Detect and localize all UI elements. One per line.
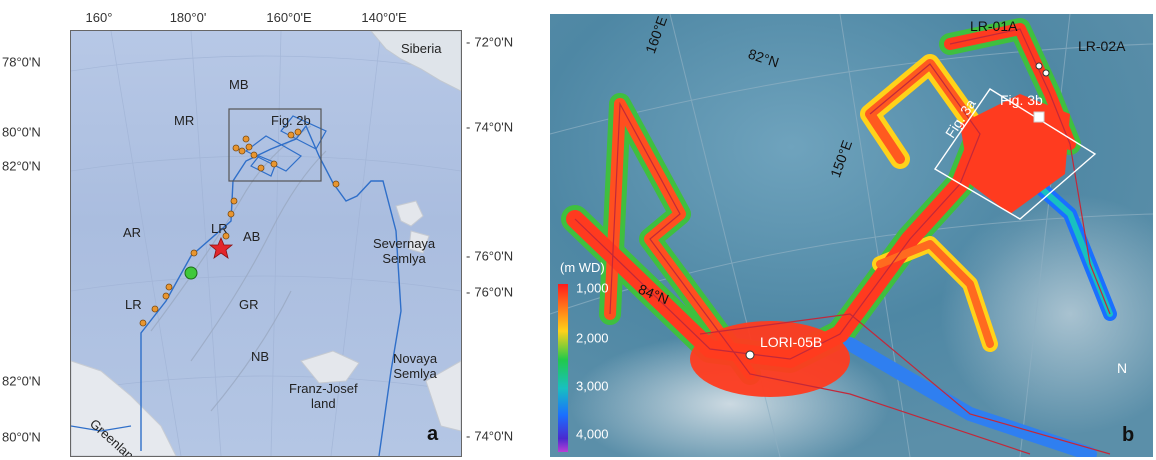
ship-track-lines	[574, 28, 1111, 455]
survey-area-lori	[690, 321, 850, 397]
label-ar: AR	[123, 225, 142, 240]
legend-tick: 3,000	[576, 378, 609, 394]
lat-tick: 80°0'N	[2, 124, 41, 140]
legend-color-bar	[558, 284, 568, 452]
fig-2b-frame	[228, 108, 322, 182]
label-severnaya-semlya: Severnaya Semlya	[373, 236, 436, 266]
arctic-overview-map: Siberia MB Fig. 2b MR AR LR AB Severnaya…	[70, 30, 462, 457]
label-lori-05b: LORI-05B	[760, 334, 823, 350]
label-ab: AB	[243, 229, 261, 244]
label-nb: NB	[251, 349, 270, 364]
greenland-land	[71, 360, 177, 456]
label-lr-bottom: LR	[125, 297, 142, 312]
lat-tick: 72°0'N	[466, 35, 513, 50]
ship-track	[140, 124, 402, 456]
site-lori-05b-marker	[745, 350, 755, 360]
ship-track	[71, 425, 132, 432]
label-lr-top: LR	[211, 221, 228, 236]
cloud-shading	[940, 194, 1153, 434]
bathymetry-map-graphic	[550, 14, 1153, 457]
bathymetry-survey-map: LR-01A LR-02A 160°E 82°N 150°E Fig. 3a F…	[550, 14, 1153, 457]
lat-tick: 82°0'N	[2, 158, 41, 174]
severnaya-island	[395, 200, 424, 227]
label-lr-02a: LR-02A	[1078, 38, 1126, 54]
label-mr: MR	[174, 113, 195, 128]
legend-tick: 1,000	[576, 280, 609, 296]
label-mb: MB	[229, 77, 249, 92]
label-fig-3b: Fig. 3b	[1000, 92, 1043, 108]
franz-josef-land	[300, 350, 360, 384]
severnaya-island	[408, 230, 430, 254]
site-lr-02a-marker	[1042, 69, 1050, 77]
lat-tick: 82°0'N	[2, 373, 41, 389]
label-north: N	[1117, 360, 1128, 376]
legend-tick: 4,000	[576, 426, 609, 442]
label-fig-2b: Fig. 2b	[271, 113, 311, 128]
lon-tick: 160°	[85, 10, 113, 25]
site-lr-01a-marker	[1035, 62, 1043, 70]
panel-letter-a: a	[427, 423, 439, 445]
lat-tick: 78°0'N	[2, 54, 41, 70]
lon-tick: 140°0'E	[361, 10, 407, 25]
stations	[139, 128, 340, 327]
panel-letter-b: b	[1122, 424, 1135, 446]
label-gr: GR	[239, 297, 259, 312]
fig-3a-frame	[933, 88, 1097, 220]
lat-tick: 76°0'N	[466, 249, 513, 264]
lat-tick: 74°0'N	[466, 429, 513, 444]
label-franz-josef-land: Franz-Josef land	[289, 381, 358, 411]
label-siberia: Siberia	[401, 41, 442, 56]
overview-map-graphic	[71, 31, 461, 456]
legend-title: (m WD)	[560, 260, 605, 275]
novaya-semlya-land	[425, 360, 461, 432]
lat-tick: 74°0'N	[466, 120, 513, 135]
lori-star-marker	[208, 236, 234, 259]
lon-tick: 180°0'	[169, 10, 207, 25]
label-lr-01a: LR-01A	[970, 18, 1018, 34]
fig-3b-marker	[1033, 111, 1045, 123]
lat-tick: 76°0'N	[466, 285, 513, 300]
siberia-land	[370, 31, 461, 92]
lon-tick: 160°0'E	[266, 10, 312, 25]
label-novaya-semlya: Novaya Semlya	[393, 351, 438, 381]
depth-legend: (m WD) 1,000 2,000 3,000 4,000	[554, 260, 624, 456]
lat-tick: 80°0'N	[2, 429, 41, 445]
legend-tick: 2,000	[576, 330, 609, 346]
green-station-marker	[184, 266, 198, 280]
survey-area-lr	[960, 94, 1070, 214]
